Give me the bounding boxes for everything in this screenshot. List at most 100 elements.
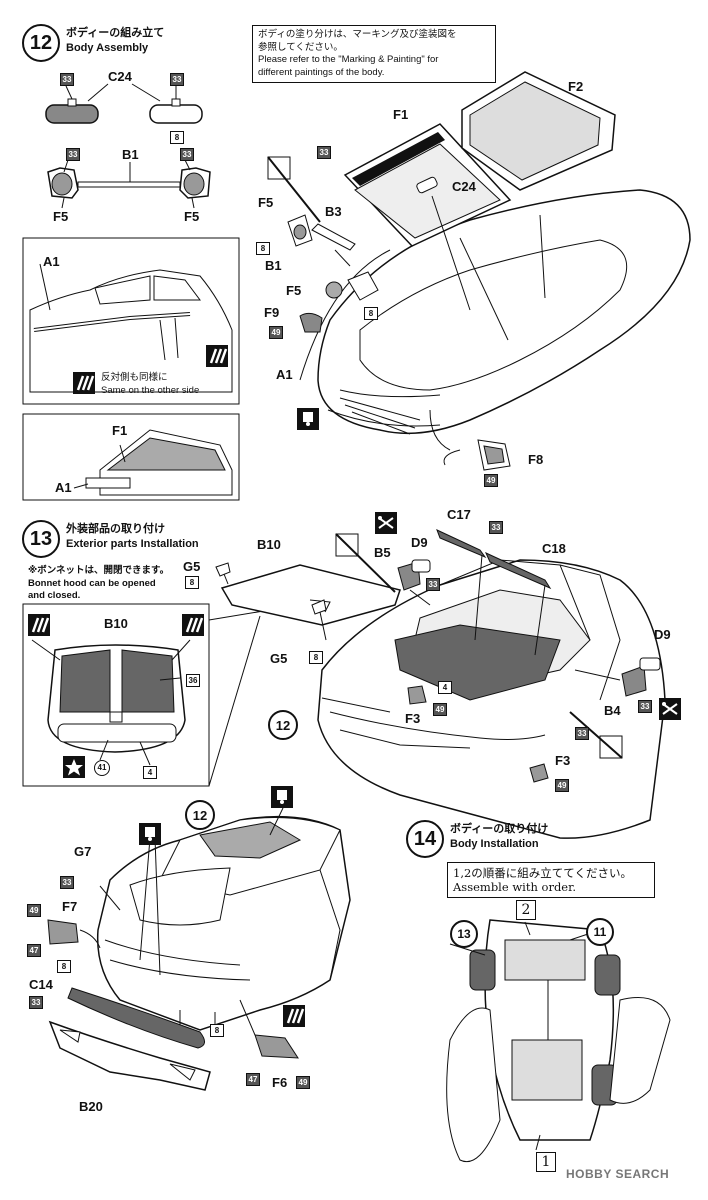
scissors-icon-b5 — [375, 512, 397, 534]
label-f6: F6 — [272, 1075, 288, 1090]
code-41: 41 — [94, 760, 110, 776]
label-b10-detail: B10 — [104, 616, 128, 631]
label-c24-body: C24 — [452, 179, 476, 194]
label-a1-side: A1 — [43, 254, 60, 269]
cement-icon-hood-right — [182, 614, 204, 636]
label-g5-top: G5 — [183, 559, 201, 574]
code-8-g5-bottom: 8 — [309, 651, 323, 664]
label-g5-bottom: G5 — [270, 651, 288, 666]
step-14-number: 14 — [406, 820, 444, 858]
label-f1: F1 — [393, 107, 409, 122]
code-36: 36 — [186, 674, 200, 687]
order-note-jp: 1,2の順番に組み立ててください。 — [453, 866, 632, 880]
paint-note-en1: Please refer to the "Marking & Painting"… — [258, 54, 439, 65]
drill-hole-icon-rear-1 — [271, 786, 293, 808]
label-c18: C18 — [542, 541, 566, 556]
code-33-f1: 33 — [317, 146, 331, 159]
order-marker-1: 1 — [536, 1152, 556, 1172]
same-side-jp: 反対側も同様に — [101, 372, 168, 383]
code-33-c24-left: 33 — [60, 73, 74, 86]
cement-icon — [206, 345, 228, 367]
label-f9: F9 — [264, 305, 280, 320]
label-g7: G7 — [74, 844, 92, 859]
step-13-title-en: Exterior parts Installation — [66, 538, 199, 550]
watermark: HOBBY SEARCH — [566, 1167, 670, 1181]
label-f8: F8 — [528, 452, 544, 467]
label-f5-left: F5 — [53, 209, 69, 224]
code-8-c24: 8 — [170, 131, 184, 144]
code-33-c17: 33 — [489, 521, 503, 534]
cement-icon-note — [73, 372, 95, 394]
code-33-b1-left: 33 — [66, 148, 80, 161]
code-49-f7: 49 — [27, 904, 41, 917]
code-49-f9: 49 — [269, 326, 283, 339]
label-f1-detail: F1 — [112, 423, 128, 438]
step-13-number: 13 — [22, 520, 60, 558]
paint-note-en2: different paintings of the body. — [258, 66, 385, 78]
label-d9-right: D9 — [654, 627, 671, 642]
code-8-f5-body: 8 — [364, 307, 378, 320]
code-33-b5: 33 — [426, 578, 440, 591]
bonnet-note-jp: ※ボンネットは、開閉できます。 — [28, 565, 170, 576]
scissors-icon-b4 — [659, 698, 681, 720]
code-8-rear: 8 — [57, 960, 71, 973]
ref-step-12: 12 — [268, 710, 298, 740]
code-47-f6: 47 — [246, 1073, 260, 1086]
ref-step-13: 13 — [450, 920, 478, 948]
code-49-f3-front: 49 — [433, 703, 447, 716]
label-d9-left: D9 — [411, 535, 428, 550]
star-icon — [63, 756, 85, 778]
label-a1-detail: A1 — [55, 480, 72, 495]
label-c17: C17 — [447, 507, 471, 522]
code-49-f3-rear: 49 — [555, 779, 569, 792]
label-f7: F7 — [62, 899, 78, 914]
step-13-title-jp: 外装部品の取り付け — [66, 522, 165, 535]
step-12-title-jp: ボディーの組み立て — [66, 26, 165, 39]
label-b3: B3 — [325, 204, 342, 219]
paint-note-jp1: ボディの塗り分けは、マーキング及び塗装図を — [258, 29, 457, 40]
drill-hole-icon — [297, 408, 319, 430]
drill-hole-icon-rear-2 — [139, 823, 161, 845]
order-note-en: Assemble with order. — [453, 880, 577, 894]
label-f5-body-2: F5 — [286, 283, 302, 298]
label-b10: B10 — [257, 537, 281, 552]
step-12-number: 12 — [22, 24, 60, 62]
label-b4: B4 — [604, 703, 621, 718]
code-33-g7: 33 — [60, 876, 74, 889]
cement-icon-rear — [283, 1005, 305, 1027]
code-49-f8: 49 — [484, 474, 498, 487]
code-33-b4-side: 33 — [575, 727, 589, 740]
step-14-title-en: Body Installation — [450, 838, 539, 850]
step-12-title-en: Body Assembly — [66, 42, 149, 54]
bonnet-note-en2: and closed. — [28, 590, 81, 601]
order-note-box: 1,2の順番に組み立ててください。 Assemble with order. — [447, 862, 655, 898]
label-f3-rear: F3 — [555, 753, 571, 768]
label-b1: B1 — [122, 147, 139, 162]
label-f3-front: F3 — [405, 711, 421, 726]
label-f5-body: F5 — [258, 195, 274, 210]
code-4-hood: 4 — [143, 766, 157, 779]
code-8-g5-top: 8 — [185, 576, 199, 589]
label-c24: C24 — [108, 69, 132, 84]
label-b20: B20 — [79, 1099, 103, 1114]
label-b1-body: B1 — [265, 258, 282, 273]
label-f5-right: F5 — [184, 209, 200, 224]
step-14-title-jp: ボディーの取り付け — [450, 822, 549, 835]
label-b5: B5 — [374, 545, 391, 560]
paint-note-jp2: 参照してください。 — [258, 41, 343, 53]
code-4-body: 4 — [438, 681, 452, 694]
code-8-rear-2: 8 — [210, 1024, 224, 1037]
same-side-en: Same on the other side — [101, 385, 200, 396]
label-a1-body: A1 — [276, 367, 293, 382]
ref-step-12-rear: 12 — [185, 800, 215, 830]
cement-icon-hood-left — [28, 614, 50, 636]
code-33-c14: 33 — [29, 996, 43, 1009]
code-47-f7: 47 — [27, 944, 41, 957]
label-f2: F2 — [568, 79, 584, 94]
code-8-f5: 8 — [256, 242, 270, 255]
code-33-b1-right: 33 — [180, 148, 194, 161]
